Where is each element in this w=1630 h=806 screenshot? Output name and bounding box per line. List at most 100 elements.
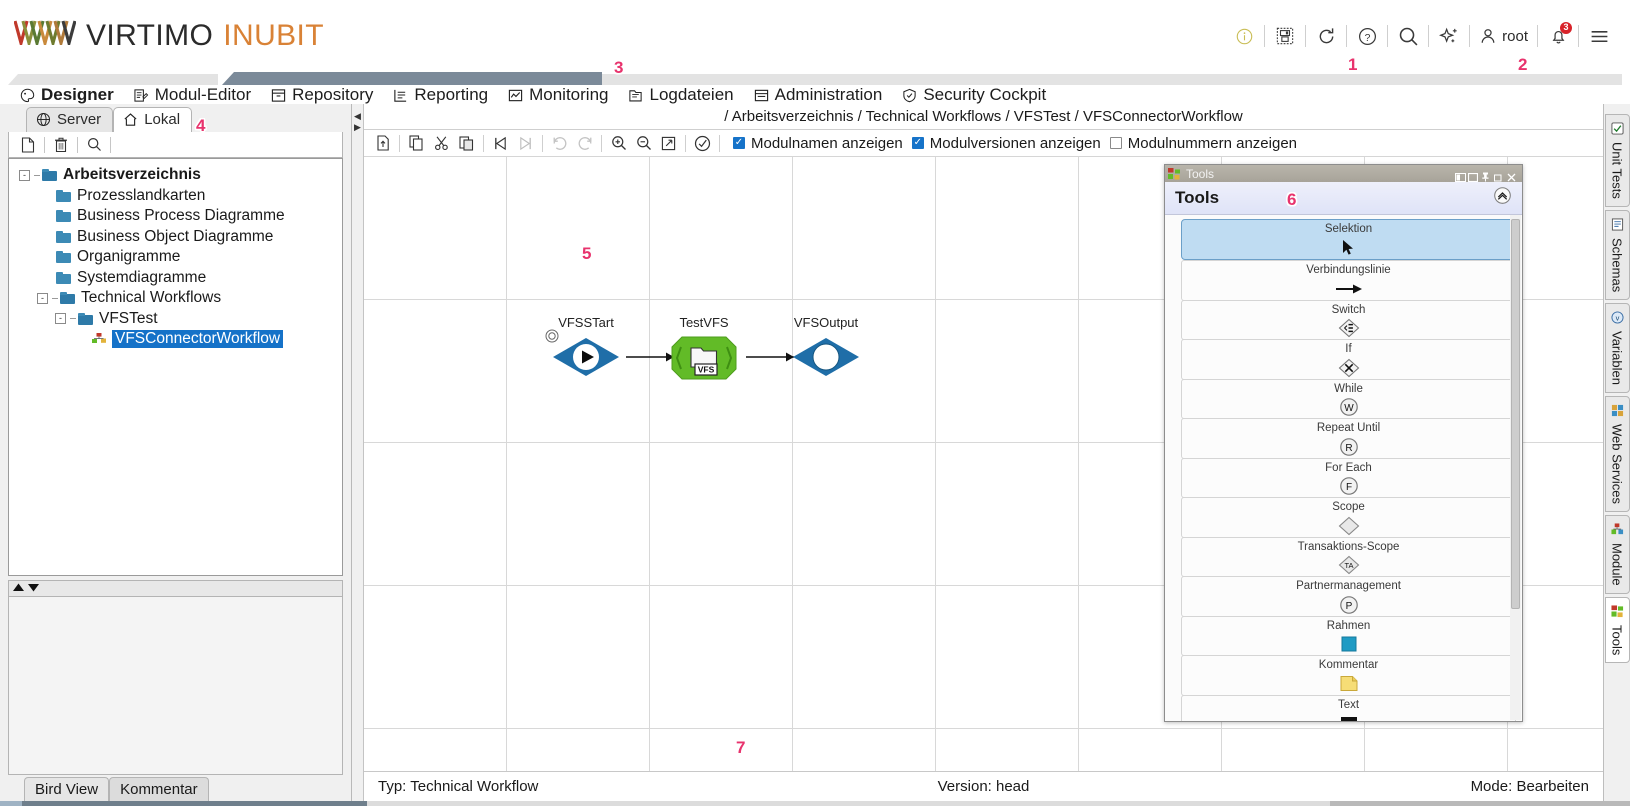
fit-icon[interactable] — [656, 132, 681, 155]
pin-icon[interactable] — [1481, 169, 1491, 182]
tool-item-switch[interactable]: Switch — [1181, 299, 1516, 340]
tree-node[interactable]: Systemdiagramme — [13, 268, 338, 289]
tool-item-scope[interactable]: Scope — [1181, 497, 1516, 538]
copy-icon[interactable] — [404, 132, 429, 155]
tree-node[interactable]: -Arbeitsverzeichnis — [13, 165, 338, 186]
while-icon: W — [1339, 397, 1359, 419]
checkbox-modulnamen[interactable]: Modulnamen anzeigen — [733, 135, 903, 152]
zoom-out-icon[interactable] — [631, 132, 656, 155]
nav-tab-security-cockpit[interactable]: Security Cockpit — [894, 83, 1058, 107]
undo-icon[interactable] — [572, 132, 597, 155]
export-icon[interactable] — [370, 132, 395, 155]
tool-item-if[interactable]: If — [1181, 339, 1516, 380]
new-file-icon[interactable] — [15, 134, 41, 156]
tool-item-kommentar[interactable]: Kommentar — [1181, 655, 1516, 696]
user-menu[interactable]: root — [1473, 27, 1534, 45]
tree-node[interactable]: Business Process Diagramme — [13, 206, 338, 227]
step-back-icon[interactable] — [488, 132, 513, 155]
redo-icon[interactable] — [547, 132, 572, 155]
start-node-shape — [553, 338, 619, 376]
splitter-expand-right-icon[interactable]: ▶ — [354, 122, 361, 132]
nav-tab-repository[interactable]: Repository — [263, 83, 385, 107]
workflow-node-connector[interactable]: TestVFS VFS — [670, 315, 738, 380]
nav-tab-administration[interactable]: Administration — [746, 83, 895, 107]
help-icon[interactable]: ? — [1350, 19, 1384, 53]
nav-tab-reporting[interactable]: Reporting — [385, 83, 500, 107]
tree-node[interactable]: Organigramme — [13, 247, 338, 268]
left-tab-server[interactable]: Server — [26, 107, 114, 132]
nav-tab-logdateien[interactable]: Logdateien — [620, 83, 745, 107]
checkbox-box[interactable] — [911, 137, 924, 149]
info-icon[interactable] — [1227, 19, 1261, 53]
paste-icon[interactable] — [454, 132, 479, 155]
tool-item-selektion[interactable]: Selektion — [1181, 219, 1516, 260]
close-icon[interactable] — [1507, 169, 1517, 182]
step-forward-icon[interactable] — [513, 132, 538, 155]
checkbox-modulversionen[interactable]: Modulversionen anzeigen — [911, 135, 1101, 152]
right-tab-web-services[interactable]: Web Services — [1604, 396, 1630, 512]
split-icon[interactable] — [1455, 169, 1466, 182]
scissors-icon[interactable] — [429, 132, 454, 155]
tree-node[interactable]: -VFSTest — [13, 309, 338, 330]
workflow-canvas[interactable]: VFSSTart TestVFS — [364, 157, 1603, 771]
collapse-icon[interactable] — [1493, 186, 1512, 210]
refresh-icon[interactable] — [1309, 19, 1343, 53]
checkbox-box[interactable] — [733, 137, 745, 149]
tree-expander[interactable]: - — [19, 169, 30, 181]
tools-panel[interactable]: Tools — [1164, 164, 1523, 722]
workflow-node-start[interactable]: VFSSTart — [545, 315, 622, 379]
menu-icon[interactable] — [1582, 19, 1616, 53]
annotation-marker-6: 6 — [1287, 190, 1297, 209]
nav-tab-modul-editor[interactable]: Modul-Editor — [126, 83, 263, 107]
reporting-icon — [393, 88, 408, 103]
checkbox-modulnummern[interactable]: Modulnummern anzeigen — [1109, 135, 1297, 152]
tree-node[interactable]: VFSConnectorWorkflow — [13, 329, 338, 350]
zoom-in-icon[interactable] — [606, 132, 631, 155]
left-bottom-tab-bird-view[interactable]: Bird View — [24, 777, 110, 801]
tool-item-label: Verbindungslinie — [1306, 264, 1391, 276]
checkbox-box[interactable] — [1109, 137, 1122, 149]
tree-node[interactable]: Business Object Diagramme — [13, 227, 338, 248]
workflow-node-output[interactable]: VFSOutput — [790, 315, 862, 379]
check-circle-icon[interactable] — [690, 132, 715, 155]
panel-splitter[interactable]: ◀ ▶ — [352, 104, 364, 801]
ai-sparkle-icon[interactable] — [1432, 19, 1466, 53]
tools-scrollbar[interactable] — [1510, 215, 1521, 720]
tools-panel-titlebar[interactable]: Tools — [1165, 165, 1522, 183]
notifications-icon[interactable]: 3 — [1541, 19, 1575, 53]
search-icon[interactable] — [1391, 19, 1425, 53]
tree-node-label: Technical Workflows — [81, 289, 222, 307]
nav-tab-designer[interactable]: Designer — [12, 83, 126, 107]
tree-expander[interactable]: - — [55, 313, 66, 325]
sort-asc-icon[interactable] — [12, 580, 25, 598]
right-tab-schemas[interactable]: Schemas — [1604, 209, 1630, 301]
tool-item-text[interactable]: Text — [1181, 694, 1516, 721]
right-tab-unit-tests[interactable]: Unit Tests — [1604, 114, 1630, 207]
tree-node[interactable]: Prozesslandkarten — [13, 186, 338, 207]
tree-expander[interactable]: - — [37, 292, 48, 304]
float-icon[interactable] — [1494, 169, 1504, 182]
left-tab-lokal[interactable]: Lokal — [113, 107, 193, 132]
tool-item-verbindungslinie[interactable]: Verbindungslinie — [1181, 260, 1516, 301]
right-tab-module[interactable]: Module — [1604, 514, 1630, 594]
search-icon[interactable] — [81, 134, 107, 156]
trash-icon[interactable] — [48, 134, 74, 156]
tree-connector — [34, 174, 40, 176]
right-tab-tools[interactable]: Tools — [1604, 596, 1630, 663]
save-icon[interactable] — [1268, 19, 1302, 53]
maximize-icon[interactable] — [1467, 169, 1479, 183]
sort-desc-icon[interactable] — [27, 580, 40, 598]
tool-item-rahmen[interactable]: Rahmen — [1181, 615, 1516, 656]
splitter-collapse-left-icon[interactable]: ◀ — [354, 111, 361, 121]
tree-node[interactable]: - Technical Workflows — [13, 288, 338, 309]
left-bottom-tab-kommentar[interactable]: Kommentar — [109, 777, 209, 801]
nav-tab-monitoring[interactable]: Monitoring — [500, 83, 620, 107]
